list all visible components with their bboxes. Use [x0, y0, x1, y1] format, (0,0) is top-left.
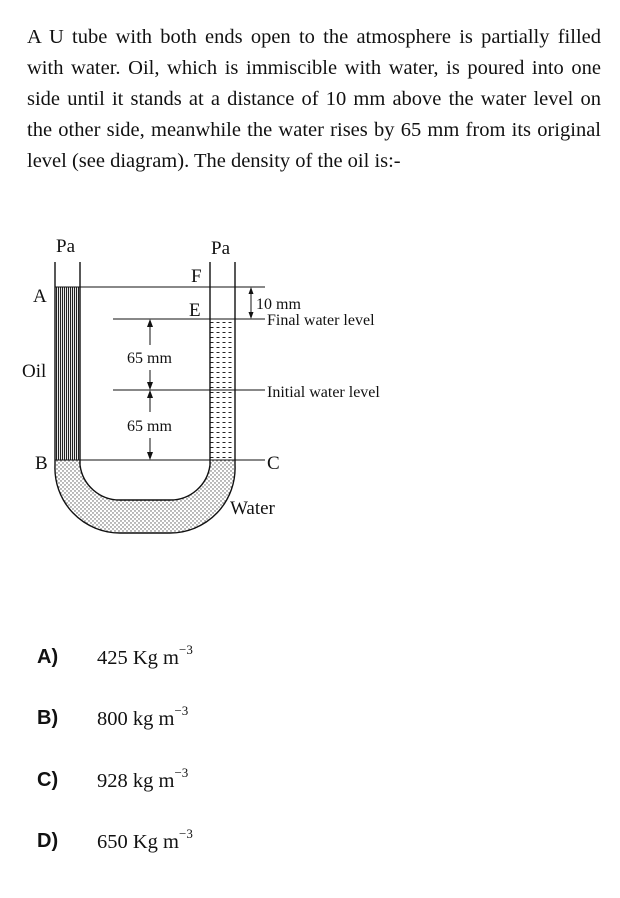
dimension-upper-arrow [147, 319, 153, 390]
u-tube-diagram: Pa Pa A F E Oil B C Water 65 mm 65 mm 10… [22, 236, 380, 534]
option-letter: B) [37, 706, 59, 729]
label-oil: Oil [22, 361, 46, 382]
option-b[interactable]: B) 800 kg m−3 [37, 703, 188, 733]
label-a: A [33, 286, 47, 307]
option-value: 425 Kg m−3 [97, 642, 193, 669]
pa-right-label: Pa [211, 238, 231, 259]
question-text: A U tube with both ends open to the atmo… [27, 26, 601, 172]
unit-exponent: −3 [174, 703, 189, 719]
option-value: 928 kg m−3 [97, 765, 189, 792]
unit-exponent: −3 [179, 642, 193, 658]
option-a[interactable]: A) 425 Kg m−3 [37, 642, 193, 672]
option-d[interactable]: D) 650 Kg m−3 [37, 826, 193, 856]
dim-10mm-label: 10 mm [256, 296, 301, 313]
unit-exponent: −3 [179, 826, 193, 842]
tube-inner-wall [79, 262, 211, 501]
water-bottom [54, 460, 236, 534]
tube-outer-wall [54, 262, 236, 534]
label-c: C [267, 453, 280, 474]
pa-left-label: Pa [56, 236, 76, 257]
dimension-lower-arrow [147, 390, 153, 460]
option-letter: C) [37, 768, 59, 791]
dim-upper-label: 65 mm [127, 350, 172, 367]
final-level-label: Final water level [267, 312, 375, 329]
initial-level-label: Initial water level [267, 384, 380, 401]
oil-column [55, 287, 80, 460]
unit-exponent: −3 [174, 765, 189, 781]
label-b: B [35, 453, 48, 474]
dimension-10mm-arrow [248, 287, 254, 319]
option-value: 650 Kg m−3 [97, 826, 193, 853]
dim-lower-label: 65 mm [127, 418, 172, 435]
label-f: F [191, 266, 202, 287]
option-c[interactable]: C) 928 kg m−3 [37, 765, 188, 795]
option-value: 800 kg m−3 [97, 703, 189, 730]
option-letter: A) [37, 645, 59, 668]
option-letter: D) [37, 829, 59, 852]
label-water: Water [230, 498, 276, 519]
label-e: E [189, 300, 201, 321]
